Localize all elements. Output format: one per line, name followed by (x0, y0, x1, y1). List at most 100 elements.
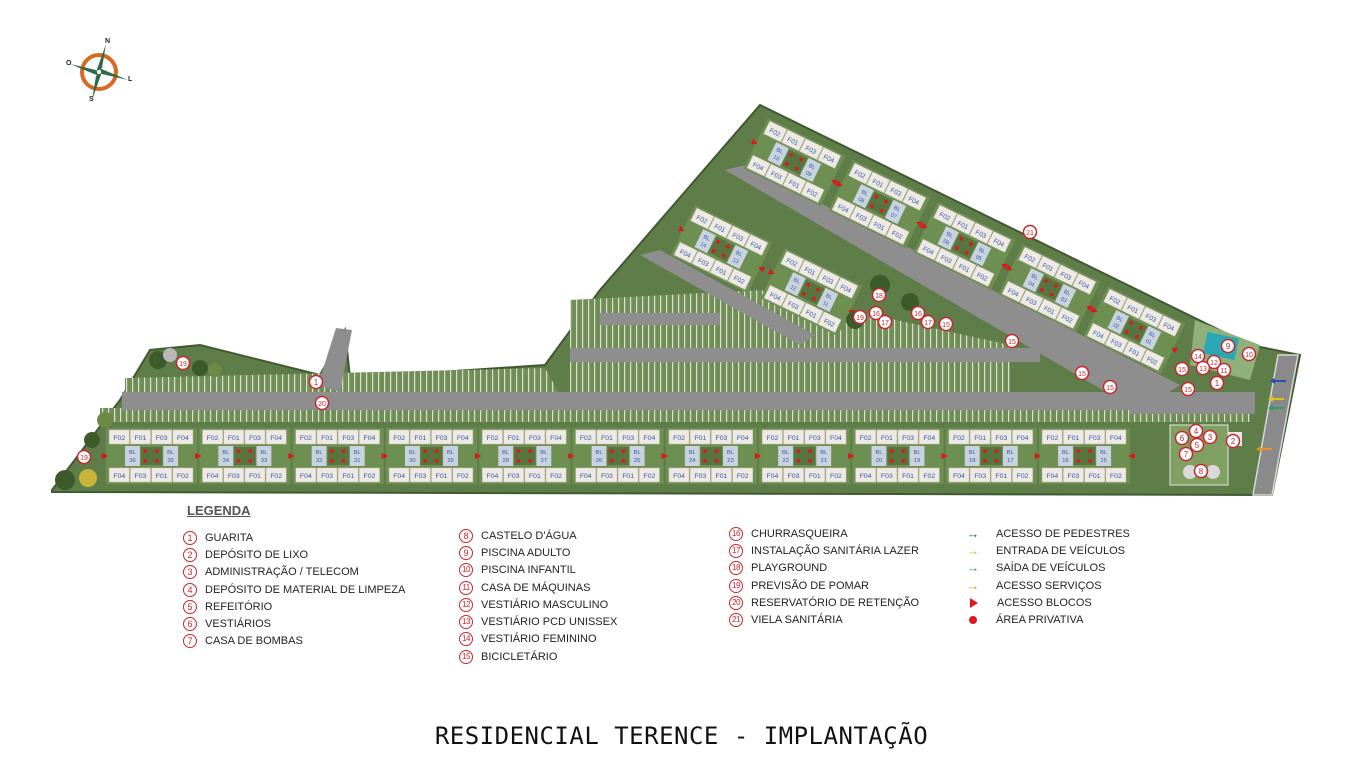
map-marker-17: 17 (920, 314, 936, 330)
block-number: 20 (876, 458, 882, 464)
block-number: 30 (409, 458, 415, 464)
unit-label: F02 (487, 435, 499, 442)
block-number: 19 (914, 458, 920, 464)
svg-text:13: 13 (1199, 366, 1207, 373)
unit-label: F03 (731, 232, 744, 243)
unit-label: F01 (716, 473, 728, 480)
unit-label: F01 (872, 221, 885, 232)
legend-item-label: VESTIÁRIO MASCULINO (481, 598, 609, 611)
unit-label: F03 (889, 187, 902, 198)
block-prefix: BL (634, 450, 641, 456)
number-badge-icon: 8 (459, 528, 473, 543)
block-prefix: BL (502, 450, 509, 456)
unit-label: F01 (974, 435, 986, 442)
map-marker-17: 17 (877, 314, 893, 330)
unit-label: F03 (436, 435, 448, 442)
diagonal-road-2 (640, 250, 815, 345)
legend-item-label: PISCINA INFANTIL (481, 564, 576, 577)
block-number: 31 (354, 458, 360, 464)
block-access-icon (677, 225, 685, 232)
unit-label: F02 (766, 435, 778, 442)
unit-label: F04 (1017, 435, 1029, 442)
svg-text:15: 15 (1184, 387, 1192, 394)
unit-label: F01 (342, 473, 354, 480)
compass-south: S (89, 96, 94, 103)
block-access-icon (758, 266, 765, 273)
number-badge-icon: 19 (729, 578, 743, 593)
unit-label: F03 (809, 435, 821, 442)
block-number: 29 (447, 458, 453, 464)
unit-label: F04 (839, 284, 852, 295)
map-marker-19: 19 (175, 355, 191, 371)
map-marker-19: 19 (852, 309, 868, 325)
unit-label: F02 (732, 275, 745, 286)
svg-text:8: 8 (1199, 467, 1204, 476)
block-access-icon (941, 453, 948, 459)
block-access-icon (920, 222, 928, 229)
block-access-icon (750, 138, 758, 145)
map-marker-15: 15 (1074, 365, 1090, 381)
legend-item-label: GUARITA (205, 531, 254, 544)
legend-item-label: DEPÓSITO DE LIXO (205, 548, 309, 561)
unit-label: F03 (342, 435, 354, 442)
parking-aisle-1 (570, 348, 1040, 362)
number-badge-icon: 2 (183, 547, 197, 562)
block-prefix: BL (775, 147, 784, 155)
legend-symbol-label: ACESSO DE PEDESTRES (996, 527, 1130, 540)
unit-label: F01 (1127, 347, 1140, 358)
compass-east: L (128, 76, 133, 83)
block-prefix: BL (1115, 315, 1124, 323)
svg-text:15: 15 (1178, 367, 1186, 374)
block-prefix: BL (860, 189, 869, 197)
legend-item-label: INSTALAÇÃO SANITÁRIA LAZER (751, 544, 919, 557)
block-prefix: BL (1148, 331, 1157, 339)
unit-label: F03 (1068, 473, 1080, 480)
unit-label: F02 (113, 435, 125, 442)
map-marker-13: 13 (1195, 360, 1211, 376)
unit-label: F02 (1108, 295, 1121, 306)
block-prefix: BL (893, 205, 902, 213)
unit-label: F04 (737, 435, 749, 442)
number-badge-icon: 18 (729, 561, 743, 576)
block-prefix: BL (727, 450, 734, 456)
map-marker-5: 5 (1189, 437, 1205, 453)
block-prefix: BL (540, 450, 547, 456)
block-prefix: BL (702, 234, 711, 242)
map-marker-12: 12 (1206, 354, 1222, 370)
number-badge-icon: 4 (183, 582, 197, 597)
unit-label: F04 (860, 473, 872, 480)
block-number: 09 (804, 170, 812, 178)
map-marker-21: 21 (1022, 224, 1038, 240)
unit-label: F04 (364, 435, 376, 442)
block-prefix: BL (1100, 450, 1107, 456)
block-prefix: BL (1030, 273, 1039, 281)
block-number: 35 (167, 458, 173, 464)
unit-label: F03 (601, 473, 613, 480)
unit-label: F01 (414, 435, 426, 442)
block-access-icon (767, 268, 775, 275)
block-prefix: BL (447, 450, 454, 456)
unit-label: F03 (1089, 435, 1101, 442)
water-tank (1206, 465, 1220, 479)
unit-label: F04 (207, 473, 219, 480)
svg-text:15: 15 (942, 322, 950, 329)
block-prefix: BL (792, 277, 801, 285)
unit-label: F04 (992, 238, 1005, 249)
unit-label: F01 (249, 473, 261, 480)
unit-label: F03 (804, 145, 817, 156)
arrow-orange-icon: → (966, 577, 980, 593)
block-number: 13 (731, 257, 739, 265)
block-prefix: BL (222, 450, 229, 456)
parking-aisle-2 (600, 313, 720, 325)
block-number: 08 (857, 197, 865, 205)
svg-text:10: 10 (1245, 352, 1253, 359)
